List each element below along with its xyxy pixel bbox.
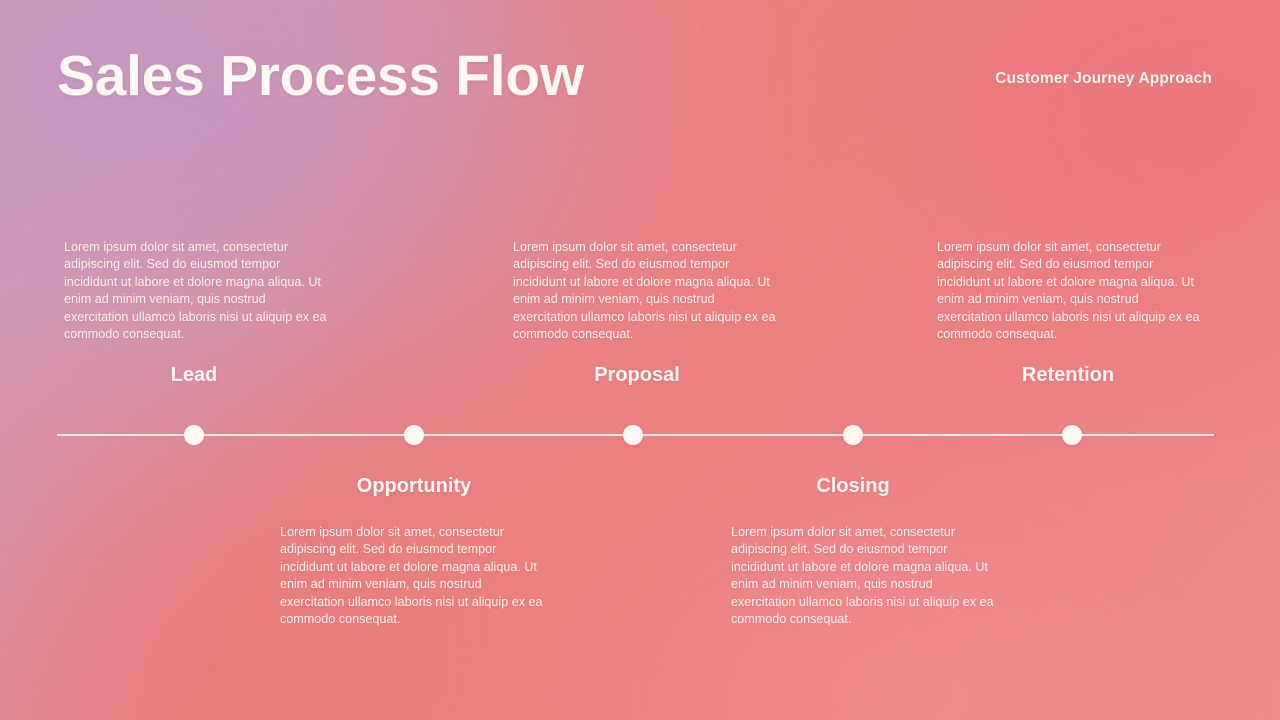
- step-label-lead: Lead: [170, 364, 218, 386]
- step-label-retention: Retention: [1021, 364, 1115, 386]
- background-glow-bottom-left: [0, 460, 538, 720]
- timeline-dot-closing[interactable]: [843, 425, 863, 445]
- step-label-closing: Closing: [816, 475, 890, 497]
- step-label-proposal: Proposal: [594, 364, 680, 386]
- background-glow-bottom-right: [512, 432, 1280, 720]
- timeline-dot-lead[interactable]: [184, 425, 204, 445]
- step-description-closing: Lorem ipsum dolor sit amet, consectetur …: [731, 525, 994, 627]
- step-description-proposal: Lorem ipsum dolor sit amet, consectetur …: [513, 240, 776, 342]
- timeline-dot-proposal[interactable]: [623, 425, 643, 445]
- background-glow-top-right: [716, 0, 1280, 461]
- step-description-lead: Lorem ipsum dolor sit amet, consectetur …: [64, 240, 327, 342]
- step-label-opportunity: Opportunity: [356, 475, 472, 497]
- step-description-opportunity: Lorem ipsum dolor sit amet, consectetur …: [280, 525, 543, 627]
- timeline-dot-opportunity[interactable]: [404, 425, 424, 445]
- step-description-retention: Lorem ipsum dolor sit amet, consectetur …: [937, 240, 1200, 342]
- page-subtitle: Customer Journey Approach: [995, 70, 1212, 87]
- page-title: Sales Process Flow: [57, 44, 584, 108]
- timeline-dot-retention[interactable]: [1062, 425, 1082, 445]
